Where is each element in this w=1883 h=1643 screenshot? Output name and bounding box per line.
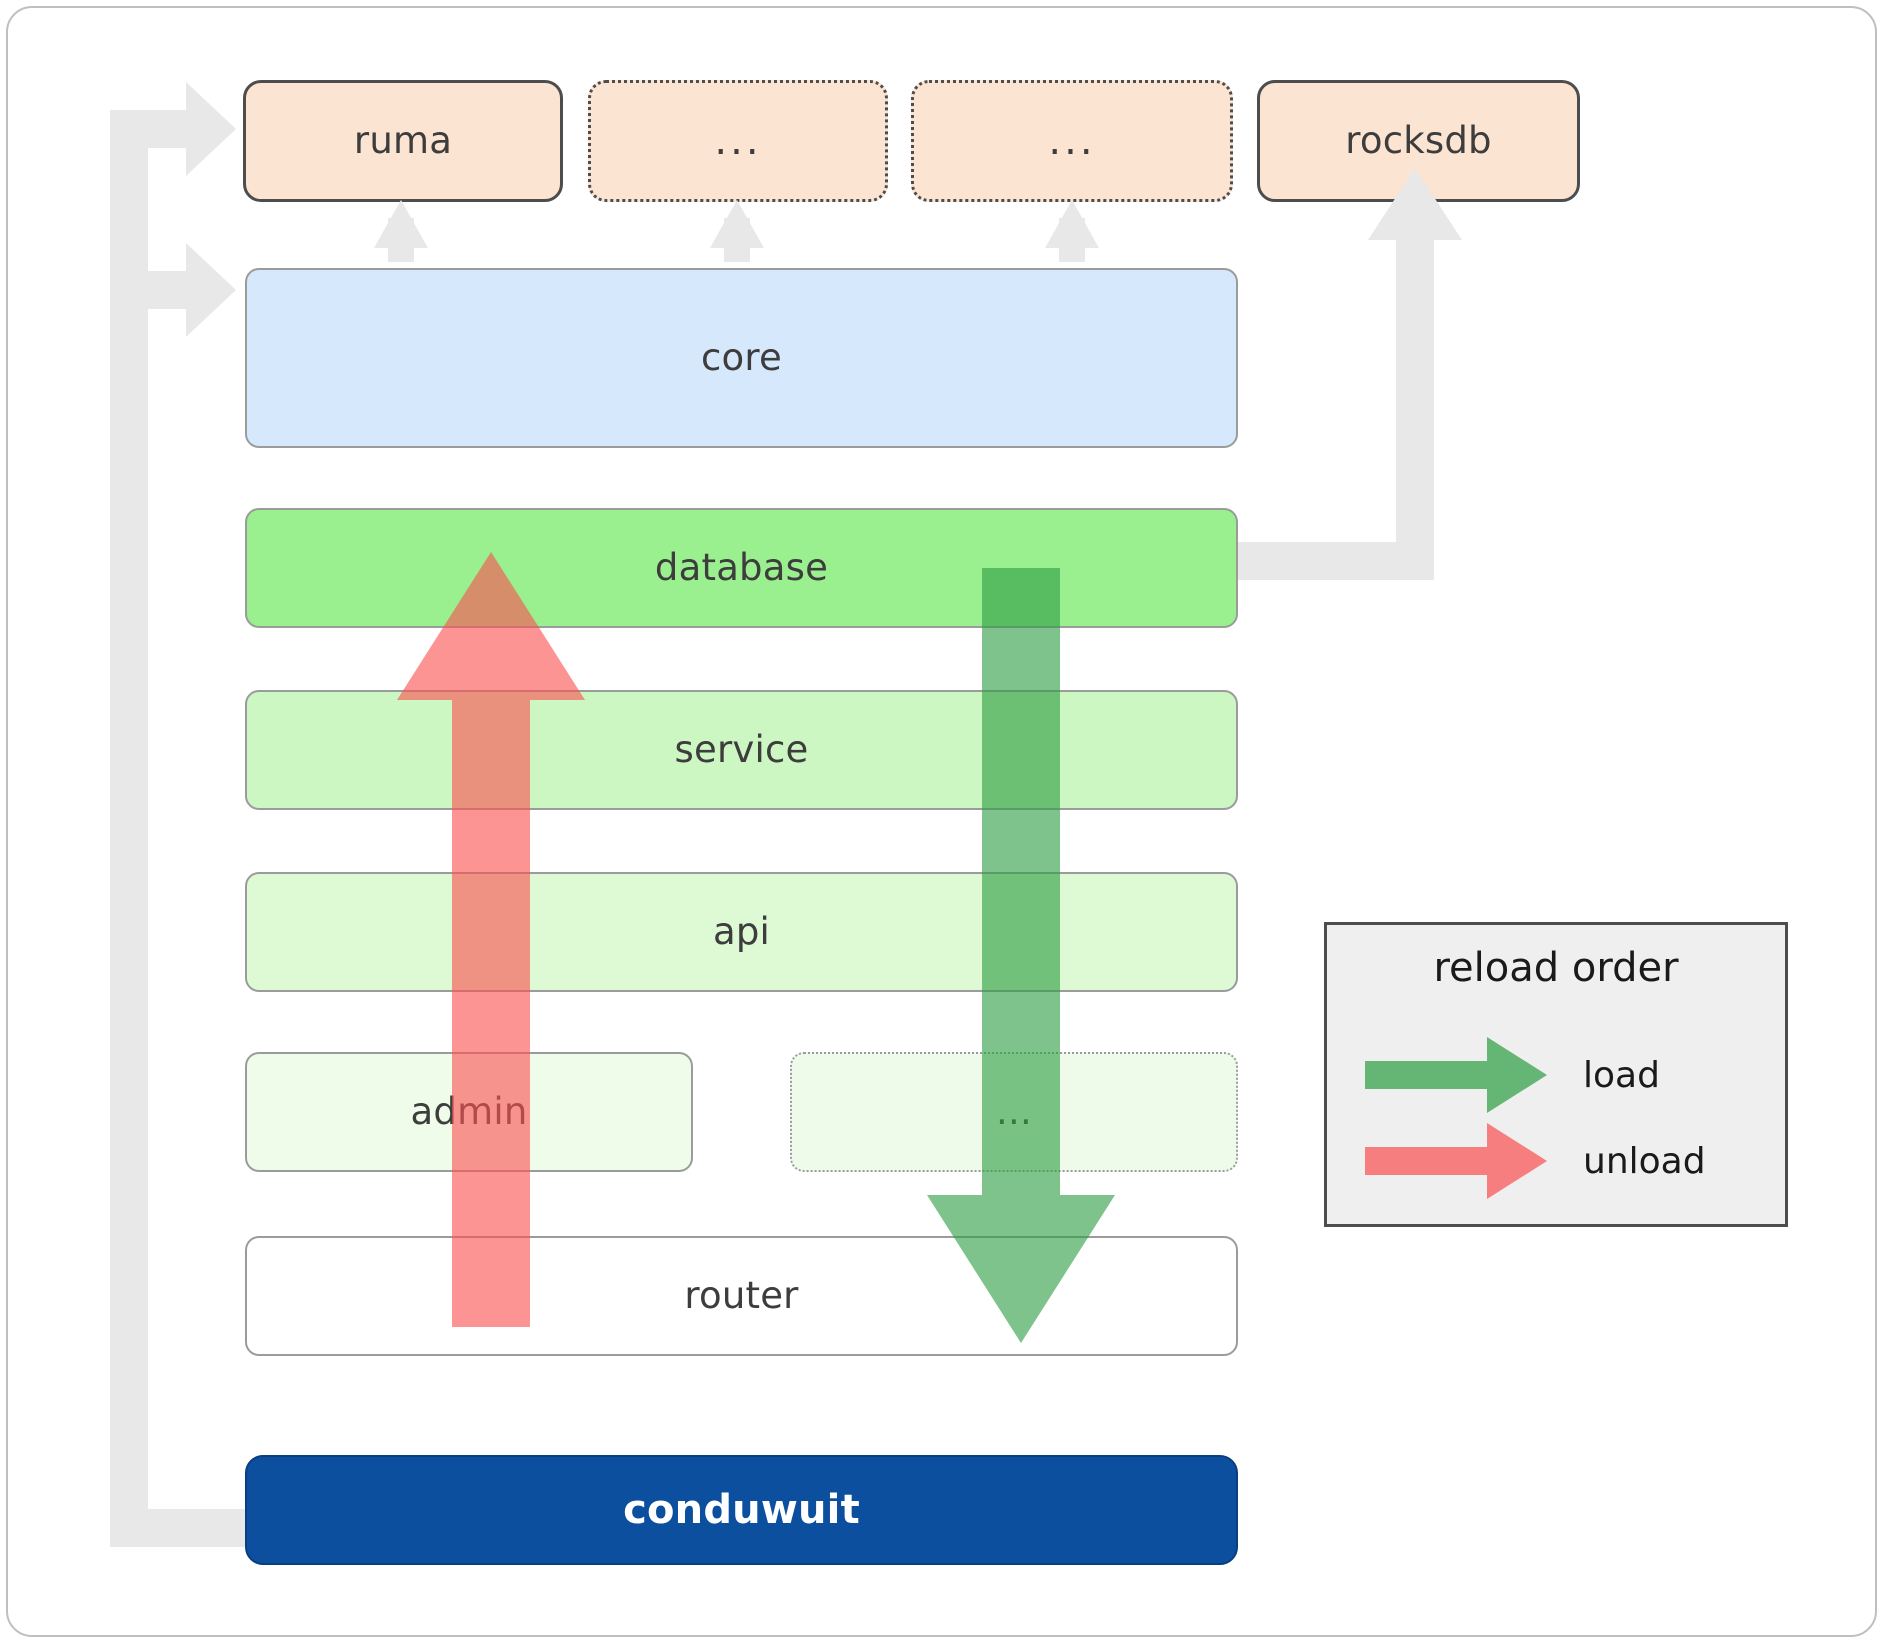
app-conduwuit-label: conduwuit (623, 1487, 860, 1533)
layer-api-label: api (712, 909, 771, 953)
diagram-frame (6, 6, 1877, 1637)
dependency-ellipsis-2[interactable]: ... (911, 80, 1233, 202)
layer-core[interactable]: core (245, 268, 1238, 448)
legend-item-unload: unload (1361, 1121, 1761, 1201)
layer-service[interactable]: service (245, 690, 1238, 810)
dependency-rocksdb[interactable]: rocksdb (1257, 80, 1580, 202)
legend-title: reload order (1433, 945, 1679, 991)
layer-ellipsis[interactable]: ... (790, 1052, 1238, 1172)
layer-ellipsis-label: ... (996, 1089, 1032, 1133)
dependency-ruma-label: ruma (353, 118, 453, 162)
layer-api[interactable]: api (245, 872, 1238, 992)
legend-panel: reload order load unload (1324, 922, 1788, 1227)
legend-item-load: load (1361, 1035, 1761, 1115)
dependency-rocksdb-label: rocksdb (1345, 118, 1492, 162)
layer-core-label: core (701, 335, 782, 379)
dependency-ellipsis-1-label: ... (714, 118, 762, 164)
layer-router-label: router (684, 1273, 799, 1317)
app-conduwuit[interactable]: conduwuit (245, 1455, 1238, 1565)
layer-database[interactable]: database (245, 508, 1238, 628)
dependency-ellipsis-1[interactable]: ... (588, 80, 888, 202)
legend-unload-arrow-icon (1365, 1123, 1547, 1199)
dependency-ellipsis-2-label: ... (1048, 118, 1096, 164)
layer-admin[interactable]: admin (245, 1052, 693, 1172)
legend-load-arrow-icon (1365, 1037, 1547, 1113)
layer-database-label: database (654, 545, 829, 589)
legend-load-label: load (1583, 1054, 1660, 1096)
dependency-ruma[interactable]: ruma (243, 80, 563, 202)
layer-router[interactable]: router (245, 1236, 1238, 1356)
layer-service-label: service (674, 727, 809, 771)
layer-admin-label: admin (410, 1089, 528, 1133)
legend-unload-label: unload (1583, 1140, 1706, 1182)
